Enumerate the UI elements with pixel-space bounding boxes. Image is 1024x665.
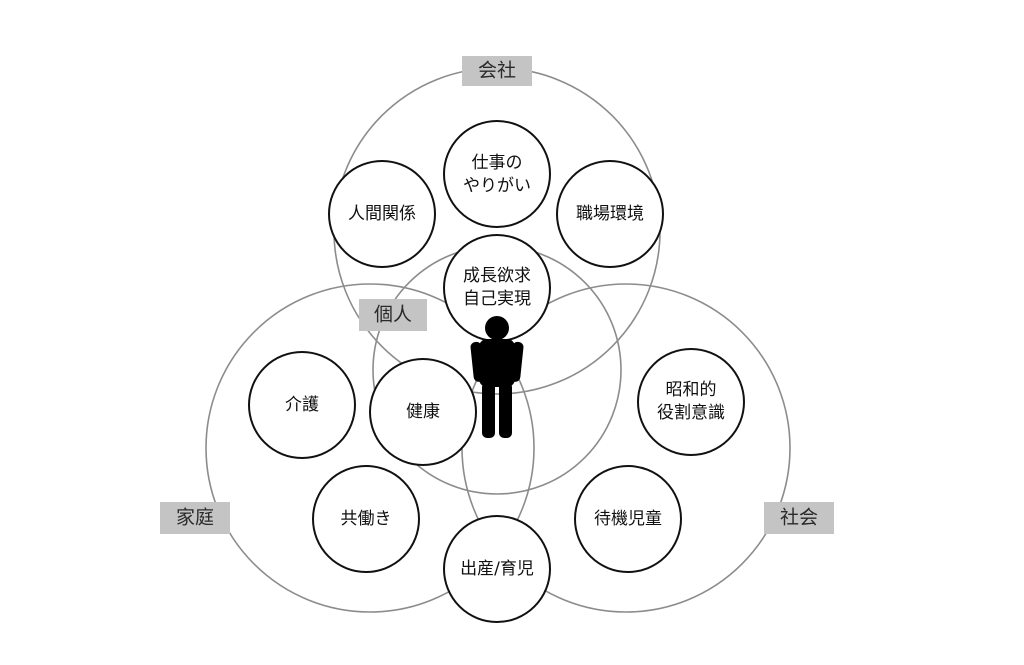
svg-text:個人: 個人 bbox=[374, 304, 412, 326]
svg-text:会社: 会社 bbox=[478, 60, 516, 82]
svg-text:成長欲求: 成長欲求 bbox=[463, 266, 531, 286]
topic-health: 健康 bbox=[369, 358, 477, 466]
topic-relationships: 人間関係 bbox=[328, 160, 436, 268]
topic-showa-roles: 昭和的 役割意識 bbox=[637, 348, 745, 456]
svg-text:出産/育児: 出産/育児 bbox=[460, 559, 534, 579]
svg-text:介護: 介護 bbox=[285, 395, 319, 415]
svg-text:共働き: 共働き bbox=[341, 509, 392, 529]
svg-text:自己実現: 自己実現 bbox=[463, 289, 531, 309]
svg-text:家庭: 家庭 bbox=[176, 507, 214, 529]
svg-text:社会: 社会 bbox=[780, 507, 818, 529]
svg-text:健康: 健康 bbox=[406, 402, 440, 422]
svg-text:職場環境: 職場環境 bbox=[576, 204, 644, 224]
svg-text:昭和的: 昭和的 bbox=[666, 380, 717, 400]
family-tag: 家庭 bbox=[160, 502, 230, 534]
svg-text:やりがい: やりがい bbox=[463, 176, 531, 196]
topic-work-meaning: 仕事の やりがい bbox=[443, 120, 551, 228]
person-silhouette-icon bbox=[470, 316, 524, 438]
individual-tag: 個人 bbox=[359, 299, 427, 331]
company-tag: 会社 bbox=[462, 56, 532, 86]
svg-text:待機児童: 待機児童 bbox=[594, 509, 662, 529]
topic-growth: 成長欲求 自己実現 bbox=[443, 234, 551, 342]
society-tag: 社会 bbox=[764, 502, 834, 534]
topic-waitlist: 待機児童 bbox=[574, 465, 682, 573]
topic-care: 介護 bbox=[248, 351, 356, 459]
topic-workplace: 職場環境 bbox=[556, 160, 664, 268]
svg-text:仕事の: 仕事の bbox=[472, 153, 523, 173]
topic-dual-income: 共働き bbox=[312, 465, 420, 573]
svg-text:役割意識: 役割意識 bbox=[657, 403, 725, 423]
topic-childbirth: 出産/育児 bbox=[443, 515, 551, 623]
family-ring bbox=[205, 283, 535, 613]
svg-text:人間関係: 人間関係 bbox=[348, 204, 416, 224]
